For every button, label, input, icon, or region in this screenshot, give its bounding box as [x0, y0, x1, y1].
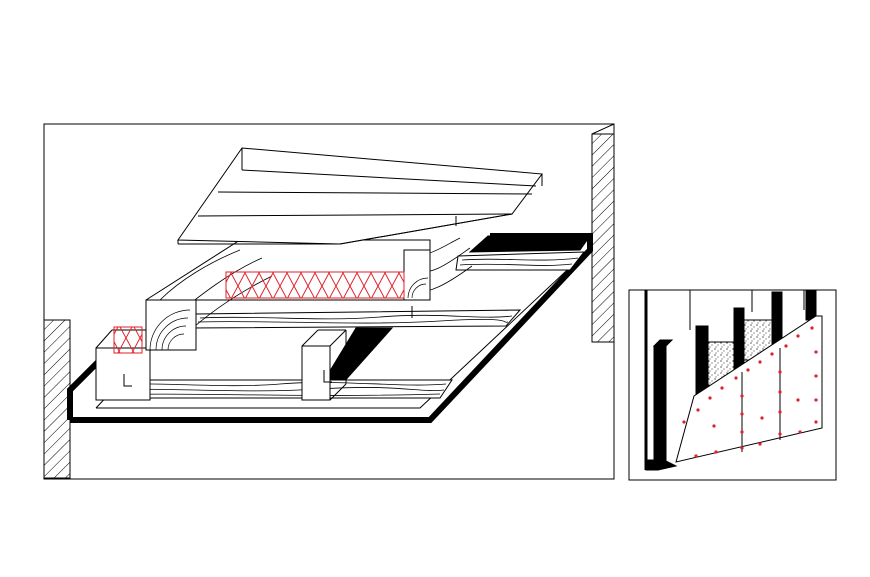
hanger-fixing-1: [123, 374, 132, 387]
stud-5: [805, 289, 817, 321]
end-grain-left: [145, 299, 197, 351]
right-wall-section: [591, 123, 615, 343]
hanger-fixing-2: [323, 370, 332, 383]
stud-2: [695, 325, 709, 397]
hanger-block-center: [301, 329, 347, 401]
left-wall-section: [43, 319, 71, 479]
channel-strip-2: [321, 327, 394, 385]
insulation-batt-end: [113, 326, 143, 354]
channel-strip-1: [468, 235, 591, 253]
right-view-frame: [628, 289, 837, 481]
wall-detail-view: [628, 289, 837, 481]
floor-boards: [177, 147, 543, 245]
ceiling-isometric-view: [43, 123, 615, 480]
base-track: [645, 459, 678, 471]
batten-3: [455, 251, 586, 271]
end-grain-right: [403, 249, 431, 301]
batten-2: [189, 309, 522, 329]
insulation-batt-main: [225, 271, 405, 299]
stud-1: [652, 339, 674, 465]
panel-fixings: [682, 326, 818, 458]
